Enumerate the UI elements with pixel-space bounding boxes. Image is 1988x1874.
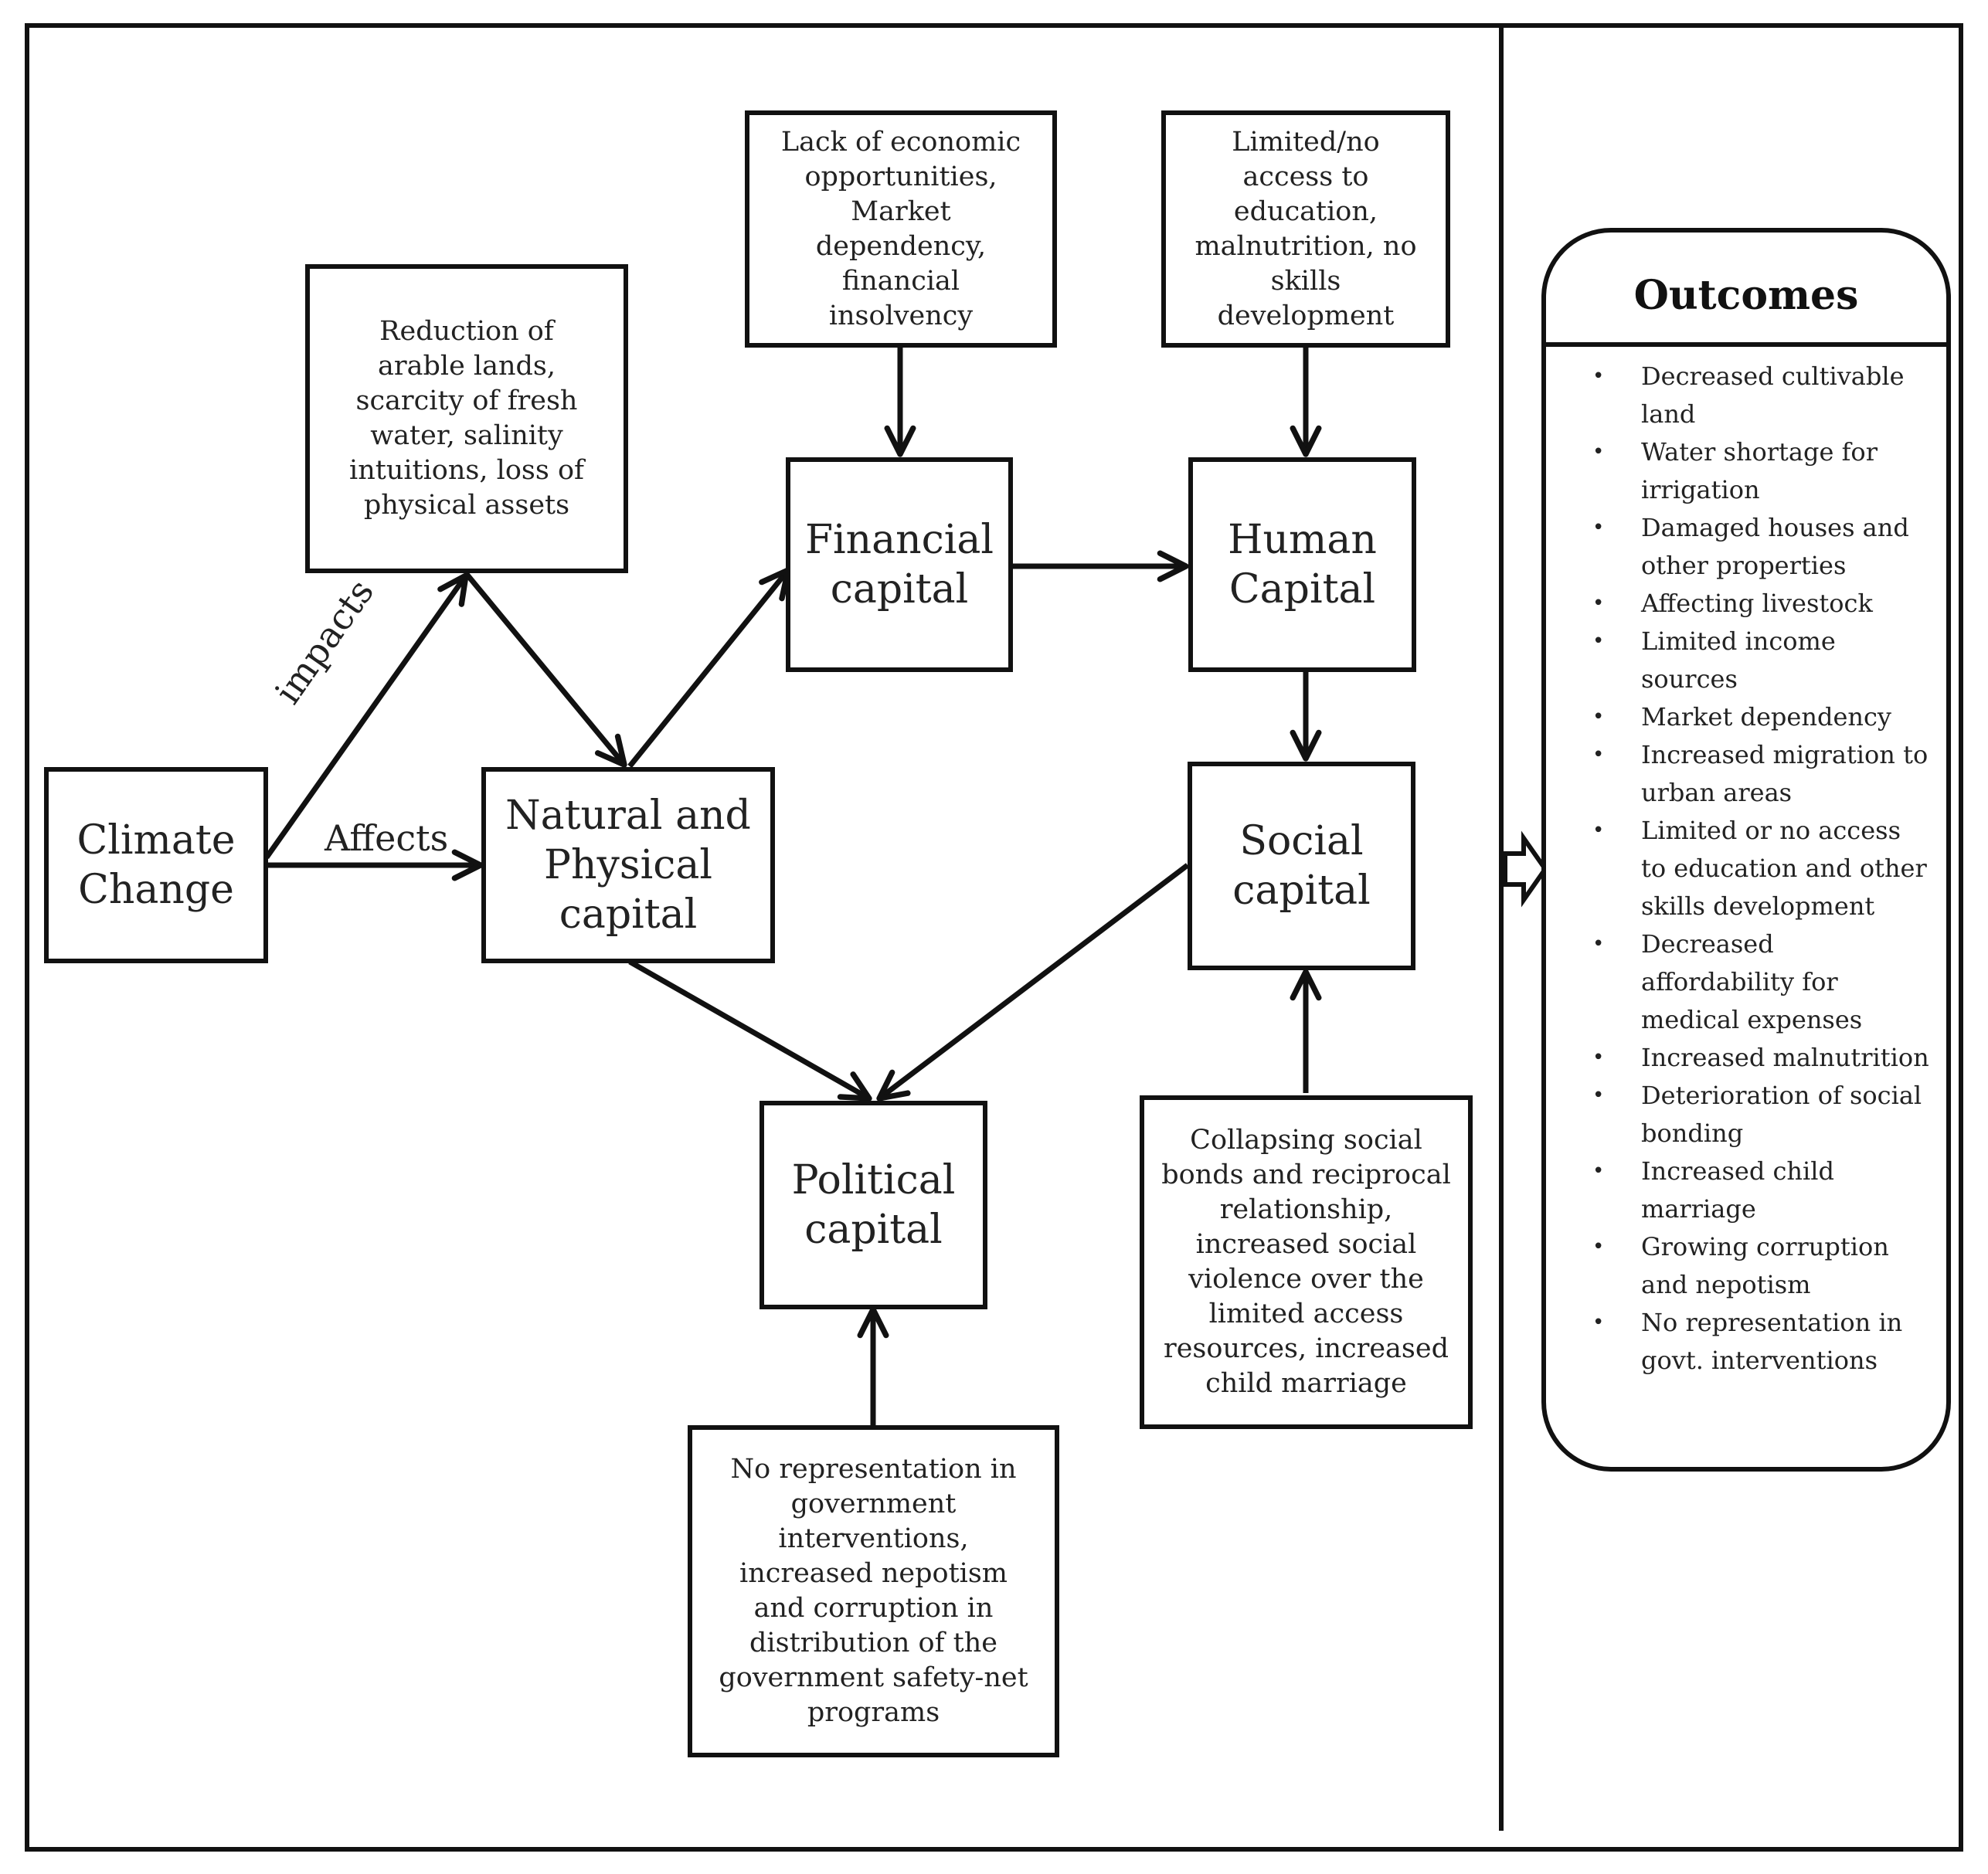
social-note-text: Collapsing social bonds and reciprocal r…	[1161, 1125, 1451, 1399]
social-capital-label: Social capital	[1232, 818, 1371, 914]
financial-capital-label: Financial capital	[804, 517, 994, 613]
social-note-box: Collapsing social bonds and reciprocal r…	[1140, 1095, 1473, 1429]
political-note-text: No representation in government interven…	[719, 1454, 1028, 1728]
natural-physical-capital-label: Natural and Physical capital	[505, 793, 751, 938]
section-divider	[1499, 23, 1504, 1831]
natural-physical-capital-box: Natural and Physical capital	[481, 767, 775, 963]
arrow-social-to-political	[876, 863, 1190, 1102]
outcome-item: No representation in govt. interventions	[1546, 1304, 1931, 1380]
outcome-item: Decreased affordability for medical expe…	[1546, 925, 1931, 1039]
outcome-item: Affecting livestock	[1546, 585, 1931, 623]
outcome-item: Limited or no access to education and ot…	[1546, 812, 1931, 925]
outcome-item: Market dependency	[1546, 698, 1931, 736]
political-capital-box: Political capital	[760, 1101, 987, 1309]
outcomes-title: Outcomes	[1546, 233, 1946, 347]
climate-change-label: Climate Change	[76, 817, 236, 913]
financial-note-box: Lack of economic opportunities, Market d…	[745, 110, 1057, 348]
arrow-natural-to-political	[628, 959, 872, 1102]
human-capital-label: Human Capital	[1228, 517, 1377, 613]
social-capital-box: Social capital	[1188, 762, 1415, 970]
outcome-item: Decreased cultivable land	[1546, 358, 1931, 433]
outcome-item: Increased migration to urban areas	[1546, 736, 1931, 812]
arrow-natural-to-financial	[627, 567, 791, 769]
outcomes-pointer-arrow	[1503, 830, 1548, 908]
political-capital-label: Political capital	[791, 1157, 956, 1253]
outcome-item: Growing corruption and nepotism	[1546, 1228, 1931, 1304]
outcomes-panel: Outcomes Decreased cultivable land Water…	[1541, 228, 1951, 1472]
outcome-item: Increased child marriage	[1546, 1153, 1931, 1228]
financial-capital-box: Financial capital	[786, 457, 1013, 672]
political-note-box: No representation in government interven…	[688, 1425, 1059, 1757]
outcome-item: Water shortage for irrigation	[1546, 433, 1931, 509]
outcome-item: Limited income sources	[1546, 623, 1931, 698]
human-note-box: Limited/no access to education, malnutri…	[1161, 110, 1450, 348]
financial-note-text: Lack of economic opportunities, Market d…	[780, 126, 1021, 331]
natural-physical-note-text: Reduction of arable lands, scarcity of f…	[349, 316, 584, 521]
affects-edge-label: Affects	[325, 817, 449, 859]
diagram-frame	[25, 23, 1963, 1852]
outcome-item: Deterioration of social bonding	[1546, 1077, 1931, 1153]
climate-change-box: Climate Change	[44, 767, 268, 963]
outcome-item: Damaged houses and other properties	[1546, 509, 1931, 585]
natural-physical-note-box: Reduction of arable lands, scarcity of f…	[305, 264, 628, 573]
arrow-note-to-natural	[464, 571, 627, 768]
outcome-item: Increased malnutrition	[1546, 1039, 1931, 1077]
arrow-climate-to-note	[264, 572, 469, 860]
human-capital-box: Human Capital	[1188, 457, 1416, 672]
outcomes-list: Decreased cultivable land Water shortage…	[1546, 347, 1946, 1380]
human-note-text: Limited/no access to education, malnutri…	[1194, 126, 1417, 331]
